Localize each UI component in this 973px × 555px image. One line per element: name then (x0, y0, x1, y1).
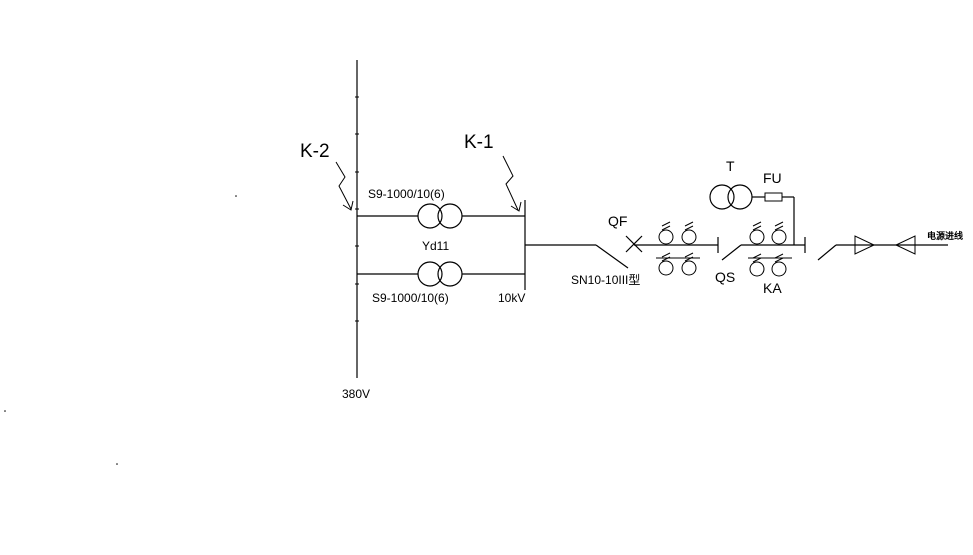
transformer-1 (357, 203, 525, 229)
fault-arrow-k2 (335, 161, 354, 211)
transformer-2 (357, 261, 525, 287)
label-connection-group: Yd11 (422, 239, 449, 253)
label-qs: QS (715, 269, 735, 285)
label-k2: K-2 (300, 141, 330, 162)
current-transformers-2 (748, 221, 792, 277)
label-t: T (726, 158, 735, 174)
bus-380v (355, 60, 359, 378)
label-breaker-model: SN10-10III型 (571, 273, 640, 287)
incoming-line (817, 235, 948, 261)
fault-arrow-k1 (502, 155, 522, 212)
label-380v: 380V (342, 387, 370, 401)
feeder-line (525, 235, 719, 269)
voltage-transformer (709, 184, 795, 245)
speck (4, 410, 6, 412)
label-transformer-top: S9-1000/10(6) (368, 187, 445, 201)
label-10kv: 10kV (498, 291, 525, 305)
label-qf: QF (608, 213, 627, 229)
label-transformer-bottom: S9-1000/10(6) (372, 291, 449, 305)
label-k1: K-1 (464, 132, 494, 153)
current-transformers-1 (656, 221, 700, 276)
label-ka: KA (763, 280, 782, 296)
speck (116, 463, 118, 465)
label-fu: FU (763, 170, 782, 186)
label-incoming-line: 电源进线 (927, 230, 963, 241)
speck (235, 195, 237, 197)
